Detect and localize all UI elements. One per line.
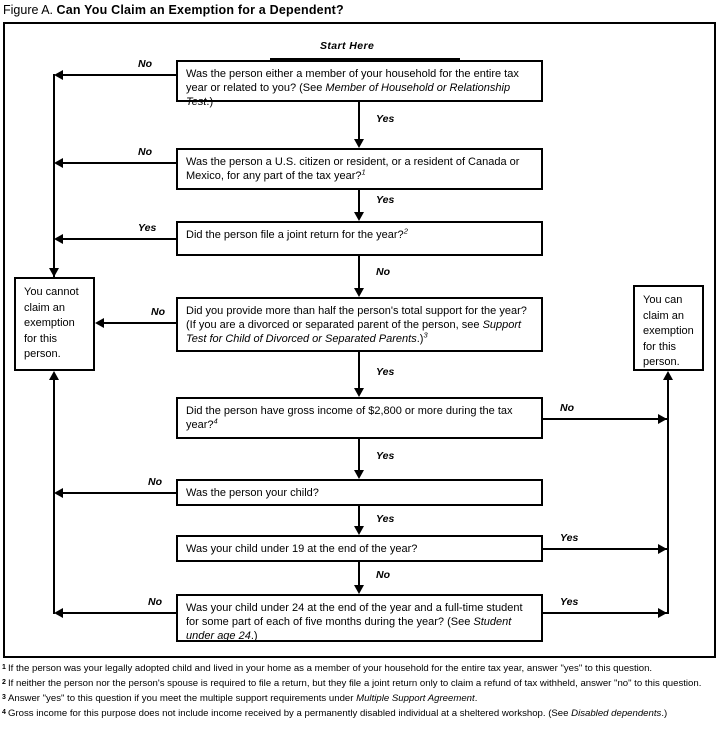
cannot-claim-exemption-outcome[interactable]: You cannot claim an exemption for this p… [14,277,95,371]
left-spine-upper [53,74,55,278]
edge-q6-no [58,492,176,494]
edge-q4-no [101,322,176,324]
cannot-claim-text: You cannot claim an exemption for this p… [24,286,79,360]
edge-q2-no [58,162,176,164]
edge-label-q6-no: No [148,476,162,488]
left-spine-lower-arrowhead-icon [49,371,59,380]
edge-q1-no [58,74,176,76]
edge-label-q3-no: No [376,266,390,278]
edge-label-q3-yes: Yes [138,222,157,234]
footnote-4-marker: 4 [2,709,6,717]
edge-label-q2-yes: Yes [376,194,395,206]
edge-q5-no [543,418,667,420]
q1-text: Was the person either a member of your h… [186,68,519,108]
edge-q5-yes-arrowhead-icon [354,470,364,479]
edge-label-q4-yes: Yes [376,366,395,378]
edge-q7-no-arrowhead-icon [354,585,364,594]
edge-q8-no-arrowhead-icon [54,608,63,618]
edge-label-q7-yes: Yes [560,532,579,544]
footnote-3-marker: 3 [2,694,6,702]
edge-q1-yes-arrowhead-icon [354,139,364,148]
left-spine-upper-arrowhead-icon [49,268,59,277]
figure-headline: Can You Claim an Exemption for a Depende… [56,3,344,17]
edge-q8-yes-arrowhead-icon [658,608,667,618]
gross-income-question[interactable]: Did the person have gross income of $2,8… [176,397,543,439]
edge-q6-no-arrowhead-icon [54,488,63,498]
footnote-3: 3 Answer "yes" to this question if you m… [2,693,718,706]
edge-q8-no [58,612,176,614]
edge-q4-yes [358,352,360,388]
can-claim-text: You can claim an exemption for this pers… [643,294,694,368]
edge-q3-yes-arrowhead-icon [54,234,63,244]
edge-q6-yes-arrowhead-icon [354,526,364,535]
start-here-label: Start Here [320,40,375,52]
edge-q7-yes [543,548,667,550]
right-spine [667,379,669,614]
q8-text: Was your child under 24 at the end of th… [186,602,523,642]
q4-text: Did you provide more than half the perso… [186,305,527,345]
edge-label-q4-no: No [151,306,165,318]
q2-text: Was the person a U.S. citizen or residen… [186,156,520,182]
q6-text: Was the person your child? [186,487,319,499]
footnote-2: 2 If neither the person nor the person's… [2,678,718,691]
citizen-resident-question[interactable]: Was the person a U.S. citizen or residen… [176,148,543,190]
start-here-rule [270,58,460,60]
edge-label-q1-yes: Yes [376,113,395,125]
edge-q5-no-arrowhead-icon [658,414,667,424]
edge-q4-yes-arrowhead-icon [354,388,364,397]
edge-q1-yes [358,102,360,139]
edge-label-q1-no: No [138,58,152,70]
footnote-4: 4 Gross income for this purpose does not… [2,708,718,721]
figure-title: Figure A. Can You Claim an Exemption for… [3,2,344,18]
child-under-24-student-question[interactable]: Was your child under 24 at the end of th… [176,594,543,642]
edge-q7-no [358,562,360,585]
q7-text: Was your child under 19 at the end of th… [186,543,418,555]
footnote-1: 1 If the person was your legally adopted… [2,663,718,676]
edge-q2-no-arrowhead-icon [54,158,63,168]
edge-q6-yes [358,506,360,526]
footnote-1-marker: 1 [2,664,6,671]
edge-q3-no-arrowhead-icon [354,288,364,297]
q3-text: Did the person file a joint return for t… [186,226,408,241]
edge-q2-yes-arrowhead-icon [354,212,364,221]
figure-label: Figure A. [3,3,54,17]
footnote-1-text: If the person was your legally adopted c… [8,663,653,674]
edge-label-q6-yes: Yes [376,513,395,525]
footnotes: 1 If the person was your legally adopted… [2,663,718,723]
edge-q7-yes-arrowhead-icon [658,544,667,554]
footnote-2-text: If neither the person nor the person's s… [8,678,702,690]
edge-q1-no-arrowhead-icon [54,70,63,80]
child-under-19-question[interactable]: Was your child under 19 at the end of th… [176,535,543,562]
support-test-question[interactable]: Did you provide more than half the perso… [176,297,543,352]
edge-label-q7-no: No [376,569,390,581]
edge-label-q5-yes: Yes [376,450,395,462]
edge-q8-yes [543,612,667,614]
edge-q5-yes [358,439,360,470]
footnote-3-text: Answer "yes" to this question if you mee… [8,693,478,705]
figure-frame [3,22,716,658]
edge-label-q5-no: No [560,402,574,414]
edge-label-q2-no: No [138,146,152,158]
right-spine-arrowhead-icon [663,371,673,380]
footnote-4-text: Gross income for this purpose does not i… [8,708,668,720]
q5-text: Did the person have gross income of $2,8… [186,405,513,431]
edge-q2-yes [358,190,360,212]
can-claim-exemption-outcome[interactable]: You can claim an exemption for this pers… [633,285,704,371]
footnote-2-marker: 2 [2,679,6,687]
edge-label-q8-yes: Yes [560,596,579,608]
edge-q4-no-arrowhead-icon [95,318,104,328]
member-of-household-question[interactable]: Was the person either a member of your h… [176,60,543,108]
joint-return-question[interactable]: Did the person file a joint return for t… [176,221,543,256]
edge-label-q8-no: No [148,596,162,608]
edge-q3-no [358,256,360,288]
edge-q3-yes [58,238,176,240]
was-person-your-child-question[interactable]: Was the person your child? [176,479,543,506]
